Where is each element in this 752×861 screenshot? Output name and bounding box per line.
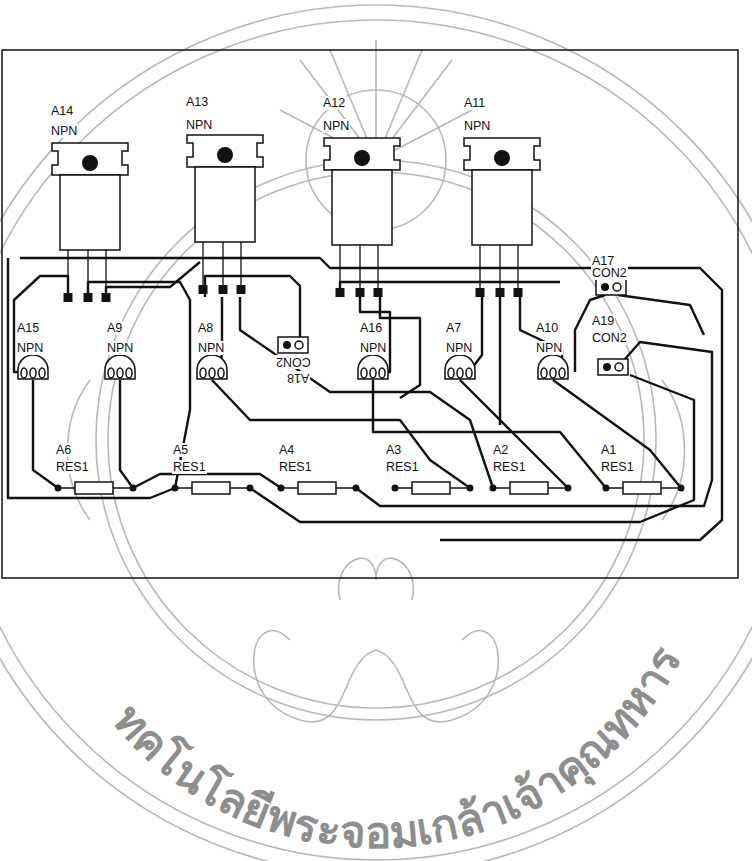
part-label: RES1 bbox=[278, 460, 313, 474]
part-label: NPN bbox=[445, 341, 473, 355]
part-label: NPN bbox=[197, 341, 225, 355]
board-outline bbox=[2, 50, 738, 578]
part-label: A7 bbox=[445, 321, 462, 335]
part-label: CON2 bbox=[275, 355, 312, 369]
part-label: NPN bbox=[322, 119, 350, 133]
part-label: RES1 bbox=[600, 460, 635, 474]
part-label: NPN bbox=[359, 341, 387, 355]
connector-symbol bbox=[598, 359, 628, 375]
small-transistor bbox=[105, 355, 135, 379]
part-label: A13 bbox=[185, 95, 209, 109]
copper-traces bbox=[8, 258, 722, 540]
part-label: A19 bbox=[591, 314, 615, 328]
part-label: A15 bbox=[16, 321, 40, 335]
part-label: A14 bbox=[50, 104, 74, 118]
part-label: RES1 bbox=[385, 460, 420, 474]
connector-symbol bbox=[278, 337, 308, 353]
part-label: RES1 bbox=[172, 460, 207, 474]
part-label: CON2 bbox=[591, 266, 628, 280]
resistor-symbol bbox=[603, 482, 685, 494]
part-label: A11 bbox=[463, 96, 486, 110]
part-label: A12 bbox=[322, 96, 346, 110]
resistor-symbol bbox=[278, 482, 360, 494]
part-label: RES1 bbox=[55, 460, 90, 474]
resistor-symbol bbox=[172, 482, 254, 494]
part-label: RES1 bbox=[492, 460, 527, 474]
small-transistor bbox=[358, 355, 388, 379]
power-transistor bbox=[187, 135, 263, 294]
part-label: NPN bbox=[185, 118, 213, 132]
resistor-symbol bbox=[55, 482, 137, 494]
power-transistor bbox=[324, 138, 400, 297]
watermark-seal bbox=[0, 5, 752, 861]
part-label: A3 bbox=[385, 443, 402, 457]
part-label: A10 bbox=[535, 321, 559, 335]
components bbox=[18, 135, 685, 494]
part-label: A9 bbox=[106, 321, 123, 335]
part-label: A6 bbox=[55, 443, 72, 457]
resistor-symbol bbox=[490, 482, 572, 494]
connector-symbol bbox=[596, 279, 626, 295]
watermark-text: ทคโนโลยีพระจอมเกล้าเจ้าคุณทหาร bbox=[103, 637, 691, 858]
power-transistor bbox=[52, 143, 128, 302]
part-label: A2 bbox=[492, 443, 509, 457]
part-label: A18 bbox=[286, 371, 310, 385]
part-label: NPN bbox=[106, 341, 134, 355]
part-label: NPN bbox=[50, 124, 78, 138]
part-label: A5 bbox=[172, 443, 189, 457]
part-label: CON2 bbox=[591, 331, 628, 345]
part-label: A1 bbox=[600, 443, 617, 457]
part-label: NPN bbox=[463, 119, 491, 133]
small-transistor bbox=[18, 355, 48, 379]
small-transistor bbox=[197, 355, 227, 379]
part-label: A8 bbox=[197, 321, 214, 335]
small-transistor bbox=[445, 355, 475, 379]
part-label: A16 bbox=[359, 321, 383, 335]
small-transistor bbox=[538, 355, 568, 379]
part-label: NPN bbox=[16, 341, 44, 355]
part-label: A4 bbox=[278, 443, 295, 457]
resistor-symbol bbox=[392, 482, 474, 494]
part-label: NPN bbox=[535, 341, 563, 355]
power-transistor bbox=[464, 138, 540, 297]
